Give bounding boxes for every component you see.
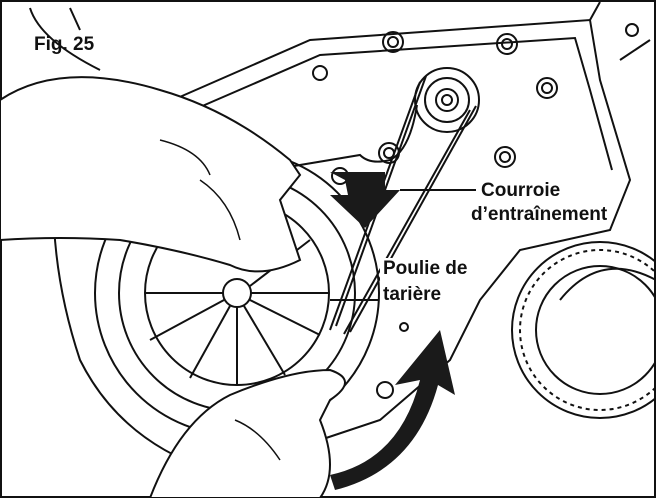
auger-gear [511, 241, 656, 419]
belt-callout-line2: d’entraînement [468, 204, 611, 226]
idler-pulley [414, 67, 480, 133]
figure-number: Fig. 25 [34, 34, 95, 55]
pulley-callout-line2: tarière [380, 284, 445, 306]
bolts [312, 23, 639, 399]
pulley-spokes [145, 239, 329, 385]
lower-hand [148, 368, 346, 498]
down-arrow [330, 172, 400, 228]
curved-arrow [330, 330, 455, 490]
pulley-callout-line1: Poulie de [380, 258, 471, 280]
upper-hand [0, 76, 302, 273]
direction-arrows [330, 172, 455, 490]
belt-callout-line1: Courroie [478, 180, 564, 202]
callout-leaders [330, 189, 476, 301]
